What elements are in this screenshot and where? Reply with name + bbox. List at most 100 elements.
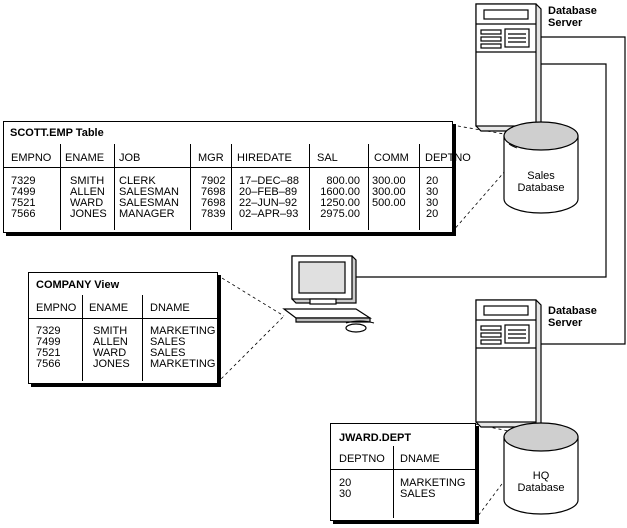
sales-server-icon xyxy=(475,3,542,132)
table-cell: 7329 xyxy=(11,175,36,187)
column-header: DNAME xyxy=(150,302,190,314)
table-cell: 7902 xyxy=(201,175,226,187)
hq-database-label: HQ Database xyxy=(510,470,572,494)
table-cell: CLERK xyxy=(119,175,156,187)
table-cell: 30 xyxy=(339,488,352,500)
table-cell: 30 xyxy=(426,186,439,198)
sales-database-label-line1: Sales xyxy=(527,170,555,182)
column-divider xyxy=(82,295,83,381)
column-divider xyxy=(190,144,191,230)
column-divider xyxy=(309,144,310,230)
hq-database-cylinder-icon xyxy=(503,422,579,515)
table-cell: WARD xyxy=(70,197,104,209)
table-cell: 7329 xyxy=(36,325,61,337)
table-cell: 17–DEC–88 xyxy=(239,175,299,187)
scott-emp-table: SCOTT.EMP Table EMPNO ENAME JOB MGR HIRE… xyxy=(3,121,471,233)
hq-database-label-line1: HQ xyxy=(532,470,550,482)
table-cell: 20–FEB–89 xyxy=(239,186,298,198)
table-title: COMPANY View xyxy=(36,279,120,291)
table-cell: 7698 xyxy=(201,186,226,198)
table-cell: 7698 xyxy=(201,197,226,209)
hq-server-icon xyxy=(475,299,542,428)
table-cell: 300.00 xyxy=(372,175,406,187)
header-divider xyxy=(331,469,475,470)
table-cell: ALLEN xyxy=(93,336,128,348)
table-cell: 20 xyxy=(426,175,439,187)
table-cell: 7521 xyxy=(11,197,36,209)
sales-server-label: Database Server xyxy=(548,5,597,29)
table-cell: JONES xyxy=(70,208,107,220)
client-workstation-icon xyxy=(282,255,375,333)
table-title: SCOTT.EMP Table xyxy=(10,127,104,139)
table-cell: JONES xyxy=(93,358,130,370)
column-divider xyxy=(393,446,394,518)
network-lines xyxy=(356,36,626,345)
table-cell: 7839 xyxy=(201,208,226,220)
table-cell: MANAGER xyxy=(119,208,175,220)
column-header: MGR xyxy=(198,152,224,164)
sales-database-label-line2: Database xyxy=(517,182,565,194)
sales-database-cylinder-icon xyxy=(503,121,579,214)
header-divider xyxy=(29,318,217,319)
column-header: EMPNO xyxy=(11,152,52,164)
table-cell: 7499 xyxy=(11,186,36,198)
table-cell: SMITH xyxy=(70,175,105,187)
leader-view-to-client xyxy=(216,274,285,317)
column-divider xyxy=(60,144,61,230)
table-title: JWARD.DEPT xyxy=(339,432,412,444)
header-divider xyxy=(4,167,452,168)
column-header: JOB xyxy=(119,152,141,164)
jward-dept-table: JWARD.DEPT DEPTNO DNAME 20 MARKETING 30 … xyxy=(330,423,476,521)
table-cell: MARKETING xyxy=(400,477,466,489)
table-cell: 1600.00 xyxy=(320,186,360,198)
leader-dept-to-hq-db xyxy=(474,423,538,438)
table-cell: 20 xyxy=(339,477,352,489)
column-divider xyxy=(142,295,143,381)
hq-database-label-line2: Database xyxy=(517,482,565,494)
table-cell: 500.00 xyxy=(372,197,406,209)
table-cell: MARKETING xyxy=(150,325,216,337)
hq-server-label-line2: Server xyxy=(548,317,583,329)
column-header: SAL xyxy=(317,152,338,164)
table-cell: 1250.00 xyxy=(320,197,360,209)
hq-server-label: Database Server xyxy=(548,305,597,329)
table-cell: MARKETING xyxy=(150,358,216,370)
column-header: ENAME xyxy=(65,152,105,164)
column-header: COMM xyxy=(374,152,409,164)
sales-database-label: Sales Database xyxy=(510,170,572,194)
table-cell: SALES xyxy=(150,336,186,348)
table-cell: SALES xyxy=(150,347,186,359)
column-divider xyxy=(368,144,369,230)
client-to-sales-server-wire xyxy=(356,63,607,278)
column-header: HIREDATE xyxy=(237,152,292,164)
column-divider xyxy=(114,144,115,230)
sales-server-to-hq-server-wire xyxy=(541,36,626,345)
sales-server-label-line1: Database xyxy=(548,5,597,17)
column-header: ENAME xyxy=(89,302,129,314)
table-cell: 22–JUN–92 xyxy=(239,197,298,209)
hq-server-label-line1: Database xyxy=(548,305,597,317)
column-header: DEPTNO xyxy=(339,453,385,465)
table-cell: SALES xyxy=(400,488,436,500)
column-header: EMPNO xyxy=(36,302,77,314)
column-header: DNAME xyxy=(400,453,440,465)
table-cell: 7499 xyxy=(36,336,61,348)
table-cell: ALLEN xyxy=(70,186,105,198)
leader-view-to-client-lower xyxy=(216,315,285,384)
column-divider xyxy=(231,144,232,230)
table-cell: SALESMAN xyxy=(119,197,179,209)
table-cell: 20 xyxy=(426,208,439,220)
table-cell: 300.00 xyxy=(372,186,406,198)
table-cell: 800.00 xyxy=(326,175,360,187)
table-cell: 30 xyxy=(426,197,439,209)
table-cell: SALESMAN xyxy=(119,186,179,198)
column-divider xyxy=(419,144,420,230)
table-cell: 7566 xyxy=(11,208,36,220)
table-cell: WARD xyxy=(93,347,127,359)
company-view-table: COMPANY View EMPNO ENAME DNAME 7329 SMIT… xyxy=(28,272,218,384)
table-cell: SMITH xyxy=(93,325,128,337)
table-cell: 02–APR–93 xyxy=(239,208,299,220)
table-cell: 2975.00 xyxy=(320,208,360,220)
